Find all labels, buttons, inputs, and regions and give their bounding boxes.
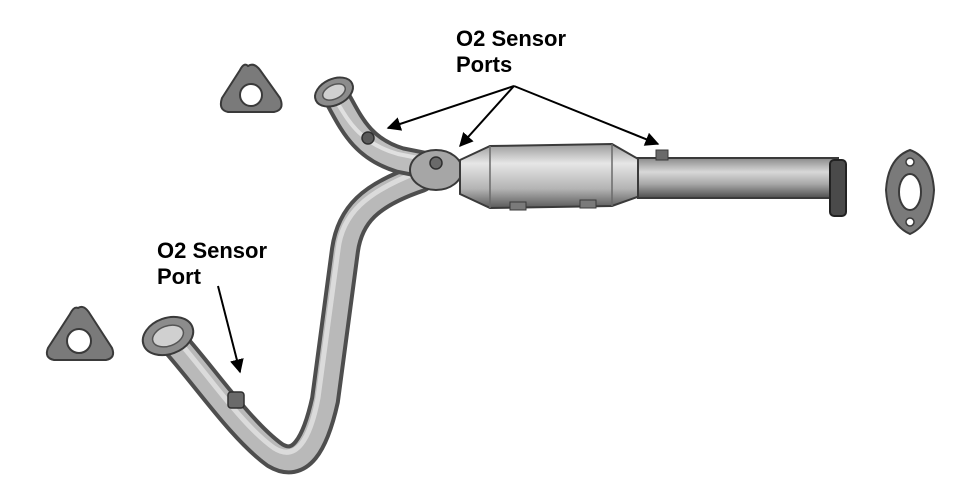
- upper-left-pipe: [314, 76, 454, 182]
- callout-top-line1: O2 Sensor: [456, 26, 567, 51]
- arrow-to-junction-port: [459, 85, 515, 148]
- callout-top-line2: Ports: [456, 52, 513, 77]
- left-downpipe: [141, 163, 435, 475]
- callout-left-line2: Port: [157, 264, 201, 289]
- callout-label-o2-sensor-port: O2 Sensor Port: [157, 238, 267, 290]
- arrow-to-tailpipe-port: [513, 85, 660, 146]
- gasket-right: [884, 148, 936, 236]
- gasket-top-left: [219, 63, 283, 113]
- arrow-to-downpipe-port: [217, 285, 244, 374]
- callout-arrows: [217, 85, 660, 374]
- gasket-left: [45, 305, 115, 361]
- callout-label-o2-sensor-ports: O2 Sensor Ports: [456, 26, 566, 78]
- callout-left-line1: O2 Sensor: [157, 238, 268, 263]
- y-junction: [409, 149, 463, 191]
- catalytic-converter: [459, 142, 641, 211]
- tail-pipe: [637, 149, 847, 217]
- arrow-to-upper-pipe-port: [386, 85, 515, 131]
